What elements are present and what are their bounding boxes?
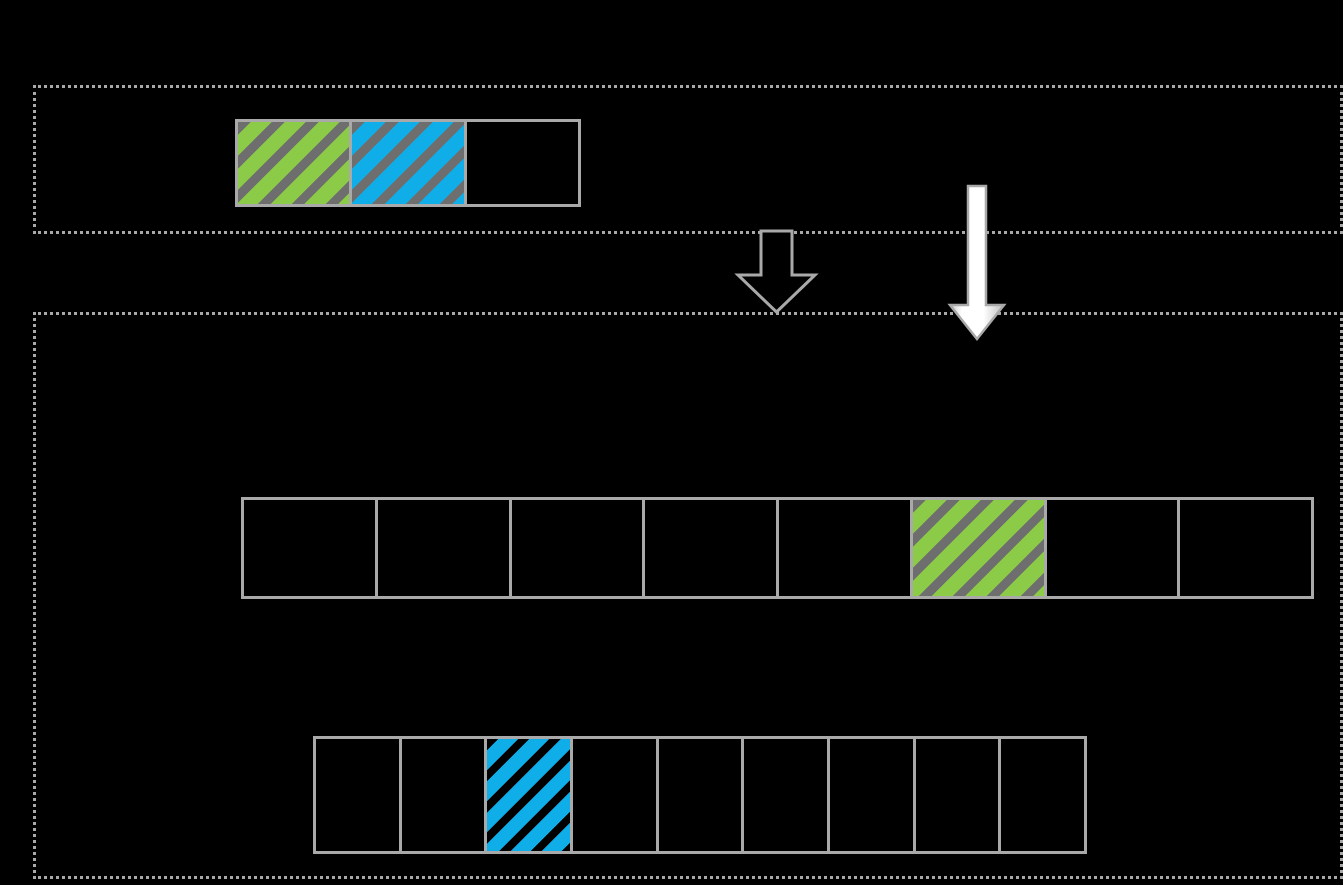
block-cell[interactable] — [570, 736, 659, 854]
block-cell[interactable] — [374, 497, 512, 599]
white-down-arrow-glyph — [947, 184, 1007, 342]
block-cell[interactable] — [776, 497, 913, 599]
block-cell[interactable] — [912, 736, 1002, 854]
block-cell[interactable] — [313, 736, 402, 854]
hollow-arrow-shape — [734, 229, 819, 315]
block-cell[interactable] — [655, 736, 745, 854]
bottom-block-row — [313, 736, 1088, 854]
block-cell[interactable] — [508, 497, 646, 599]
block-cell[interactable] — [998, 736, 1088, 854]
white-down-arrow — [947, 184, 1007, 342]
upper-dashed-region — [33, 85, 1343, 234]
block-cell[interactable] — [741, 736, 831, 854]
block-cell[interactable] — [349, 119, 467, 207]
upper-block-row — [235, 119, 581, 207]
middle-block-row — [241, 497, 1314, 599]
hollow-down-arrow — [734, 229, 819, 315]
filled-arrow-shape — [947, 184, 1007, 342]
block-cell[interactable] — [827, 736, 916, 854]
hollow-down-arrow-glyph — [734, 229, 819, 315]
block-cell[interactable] — [642, 497, 779, 599]
block-cell[interactable] — [398, 736, 488, 854]
block-cell[interactable] — [235, 119, 353, 207]
block-cell[interactable] — [1177, 497, 1314, 599]
block-cell[interactable] — [241, 497, 378, 599]
lower-dashed-region — [33, 312, 1343, 879]
block-cell[interactable] — [1043, 497, 1181, 599]
block-cell[interactable] — [484, 736, 574, 854]
block-cell[interactable] — [463, 119, 581, 207]
block-cell[interactable] — [909, 497, 1047, 599]
